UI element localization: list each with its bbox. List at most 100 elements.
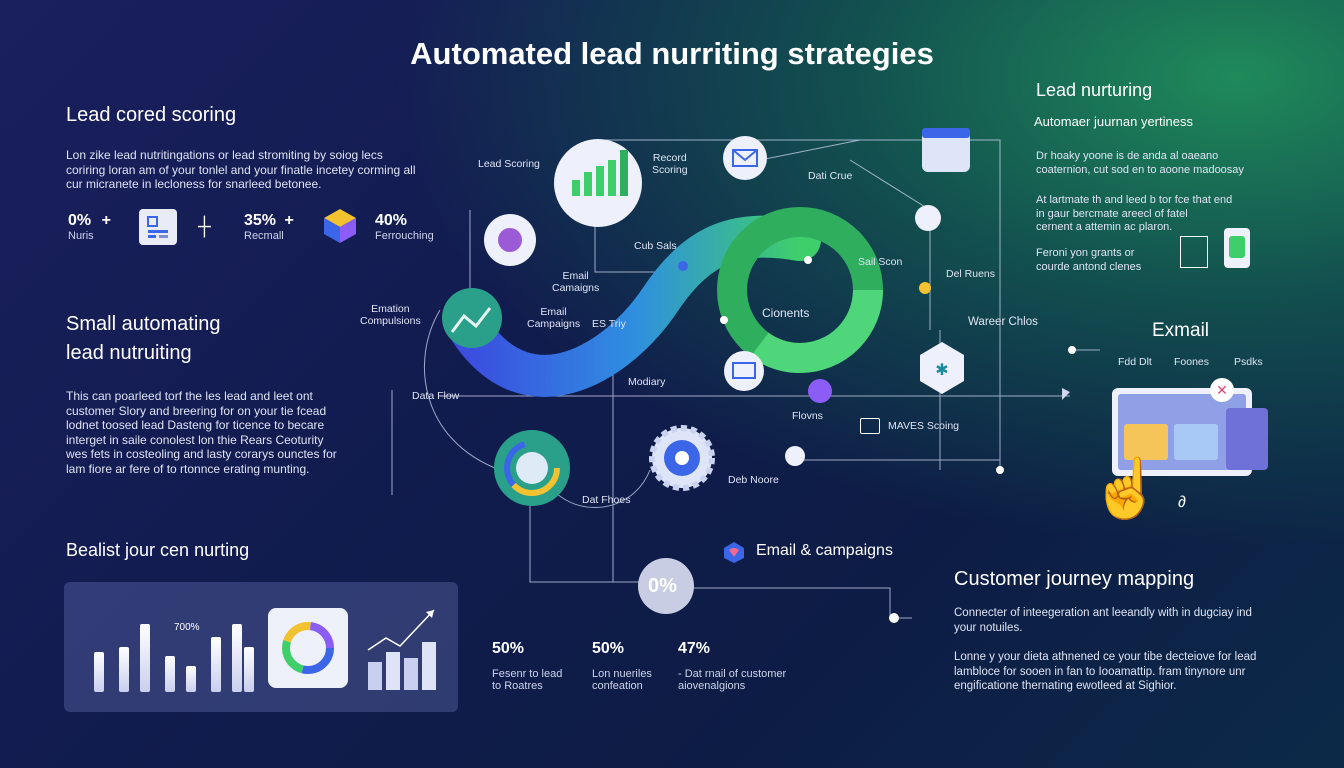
stat-value: 35% <box>244 212 277 229</box>
exmail-tab-1[interactable]: Foones <box>1174 356 1210 368</box>
stat-value: 40% <box>375 212 408 229</box>
bar-label: 700% <box>174 622 200 633</box>
stat-label: to Roatres <box>492 680 543 692</box>
close-icon[interactable]: ✕ <box>1210 378 1234 402</box>
percent-node <box>638 558 694 614</box>
paragraph-line: in gaur bercmate areecl of fatel <box>1036 207 1188 220</box>
bottom-stat-2: 47% - Dat rnail of customer aiovenalgion… <box>678 640 786 692</box>
journey-heading: Customer journey mapping <box>954 568 1195 590</box>
paragraph-line: Dr hoaky yoone is de anda al oaeano <box>1036 150 1219 162</box>
window-node <box>922 128 970 172</box>
email-campaigns-label: Email & campaigns <box>756 542 893 559</box>
label-line: Scoring <box>652 164 688 176</box>
stat-value: 47% <box>678 640 711 657</box>
paragraph-line: coriring loran am of your tonlel and you… <box>66 162 416 177</box>
paragraph-line: Feroni yon grants or <box>1036 247 1135 259</box>
label-dat-fhoes: Dat Fhoes <box>582 494 631 506</box>
label-line: Email <box>540 306 567 318</box>
paragraph-line: lambloce for sooen in fan to Iooamattip.… <box>954 665 1246 678</box>
label-manes-scoring: MAVES Scoing <box>888 420 960 432</box>
label-del-noore: Deb Noore <box>728 474 779 486</box>
small-node <box>785 446 805 466</box>
side-panel-illustration <box>1226 408 1268 470</box>
document-icon <box>139 209 177 245</box>
stat-label: - Dat rnail of customer <box>678 668 787 680</box>
lead-scoring-paragraph: Lon zike lead nutritingations or lead st… <box>66 148 456 192</box>
paragraph-line: customer Slory and breering for on your … <box>66 403 327 418</box>
growth-chart-icon <box>367 609 436 690</box>
tablet-illustration <box>1112 388 1252 476</box>
label-lead-scoring: Lead Scoring <box>478 158 540 170</box>
stat-label: Fesenr to lead <box>492 668 563 680</box>
bar <box>244 647 254 692</box>
label-es-trny: ES Triy <box>592 318 626 330</box>
label-line: Email <box>562 270 589 282</box>
heading-line: Small automating <box>66 313 221 335</box>
page-title: Automated lead nurriting strategies <box>410 36 934 71</box>
bar <box>211 637 221 692</box>
stat-value: 0% <box>68 212 92 229</box>
paragraph-line: interget in saile conolest lon thie Rear… <box>66 432 324 447</box>
journey-p2: Lonne y your dieta athnened ce your tibe… <box>954 650 1256 694</box>
paragraph-line: This can poarleed torf the les lead and … <box>66 389 313 403</box>
exmail-tab-2[interactable]: Psdks <box>1234 356 1263 368</box>
journey-nurting-heading: Bealist jour cen nurting <box>66 540 250 560</box>
donut-card <box>268 608 348 688</box>
label-dash-cue: Dati Crue <box>808 170 853 182</box>
bar <box>186 666 196 692</box>
bar <box>94 652 104 692</box>
stat-plus: + <box>101 212 111 229</box>
landscape-node <box>442 288 502 348</box>
stat-value: 50% <box>492 640 525 657</box>
paragraph-line: your notuiles. <box>954 621 1023 634</box>
mail-node <box>723 136 767 180</box>
stat-label: confeation <box>592 680 643 692</box>
label-sail-scon: Sail Scon <box>858 256 903 268</box>
bottom-stat-1: 50% Lon nueriles confeation <box>592 640 652 692</box>
stat-label: Recmall <box>244 230 284 242</box>
label-line: Campaigns <box>527 318 581 330</box>
sparkle-node <box>915 205 941 231</box>
paragraph-line: Lonne y your dieta athnened ce your tibe… <box>954 651 1257 663</box>
stat-value: 50% <box>592 640 625 657</box>
building-icon <box>1180 236 1208 268</box>
label-del-ruens: Del Ruens <box>946 268 996 280</box>
phone-icon <box>1224 228 1250 268</box>
lead-nurturing-p1: Dr hoaky yoone is de anda al oaeano coat… <box>1036 150 1244 177</box>
paragraph-line: Lon zike lead nutritingations or lead st… <box>66 148 383 162</box>
hand-pointer-icon: ☝ <box>1090 456 1163 521</box>
bar <box>232 624 242 692</box>
bar-chart <box>64 582 264 712</box>
svg-text:✱: ✱ <box>935 362 948 379</box>
stat-0: 0% + Nuris <box>68 212 111 242</box>
label-line: Record <box>652 152 687 164</box>
exmail-tab-0[interactable]: Fdd Dlt <box>1118 356 1152 368</box>
lead-nurturing-heading: Lead nurturing <box>1036 80 1153 100</box>
screen-node <box>724 351 764 391</box>
green-ring-highlight <box>717 207 883 373</box>
stat-plus: + <box>284 212 294 229</box>
lead-scoring-heading: Lead cored scoring <box>66 104 237 126</box>
plus-divider-icon: ┼ <box>198 216 211 236</box>
label-line: Emation <box>371 303 410 315</box>
paragraph-line: Connecter of inteegeration ant leeandly … <box>954 607 1252 619</box>
paragraph-line: engificatione thernating ewotleed at Sig… <box>954 680 1177 692</box>
paragraph-line: coaternion, cut sod en to aoone madoosay <box>1036 163 1244 176</box>
small-automating-heading: Small automating lead nutruiting <box>66 313 221 365</box>
lead-nurturing-subheading: Automaer juurnan yertiness <box>1034 114 1193 129</box>
stat-label: Ferrouching <box>375 230 434 242</box>
hex-node <box>920 342 964 394</box>
heading-line: lead nutruiting <box>66 342 192 364</box>
heart-icon <box>722 540 746 564</box>
label-clients: Cionents <box>762 306 810 320</box>
bar <box>140 624 150 692</box>
bar <box>119 647 129 692</box>
donut-icon <box>282 622 334 674</box>
label-wareer-chlos: Wareer Chlos <box>968 316 1038 328</box>
paragraph-line: wes fets in costeoling and lasty corarys… <box>66 447 337 461</box>
